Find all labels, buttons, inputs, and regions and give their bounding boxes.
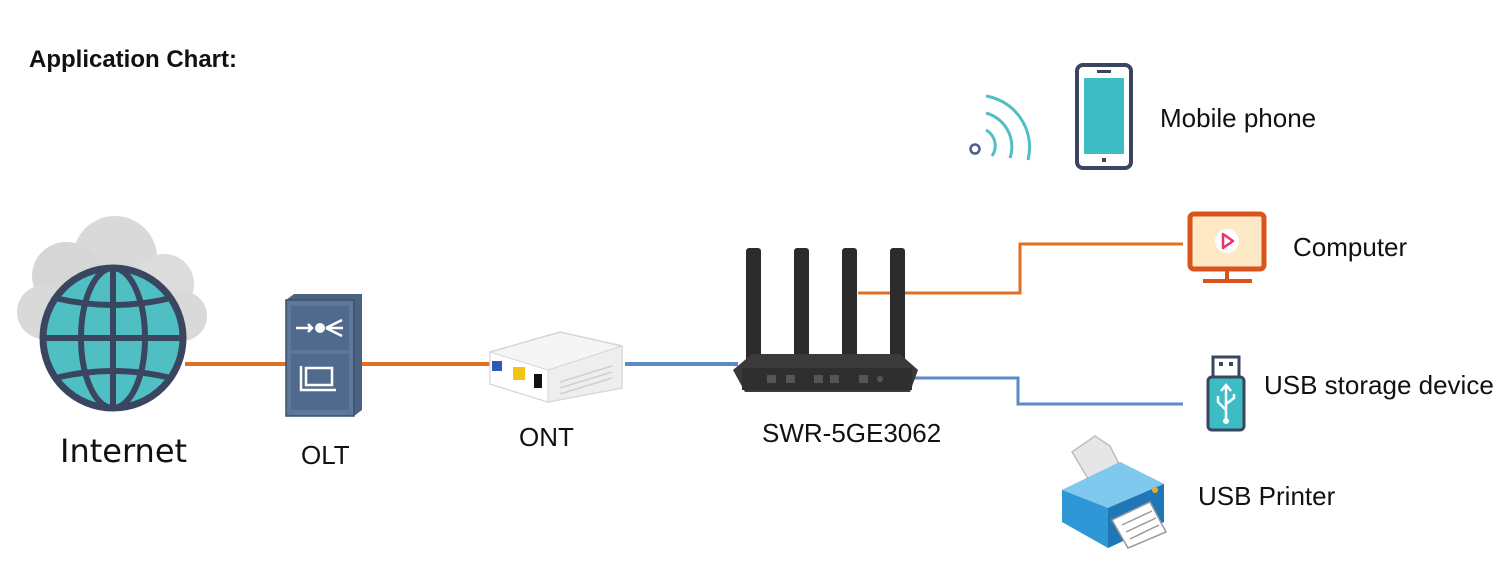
mobile-phone-label: Mobile phone: [1160, 103, 1317, 133]
olt-label: OLT: [301, 440, 350, 470]
router-icon: [733, 248, 918, 392]
ont-label: ONT: [519, 422, 574, 452]
wifi-icon: [969, 94, 1032, 161]
olt-device-icon: [285, 294, 362, 417]
usb-drive-icon: [1206, 355, 1246, 432]
router-label: SWR-5GE3062: [762, 418, 942, 448]
computer-label: Computer: [1293, 232, 1408, 262]
ont-device-icon: [489, 331, 623, 403]
mobile-phone-icon: [1075, 63, 1133, 170]
printer-icon: [1062, 435, 1168, 549]
internet-label: Internet: [60, 432, 188, 470]
link-router-computer: [858, 242, 1183, 295]
usb-storage-label: USB storage device: [1264, 370, 1494, 400]
page-title: Application Chart:: [29, 46, 237, 73]
usb-printer-label: USB Printer: [1198, 481, 1336, 511]
link-router-usb: [905, 376, 1183, 406]
globe-icon: [39, 264, 187, 412]
computer-icon: [1187, 211, 1267, 283]
